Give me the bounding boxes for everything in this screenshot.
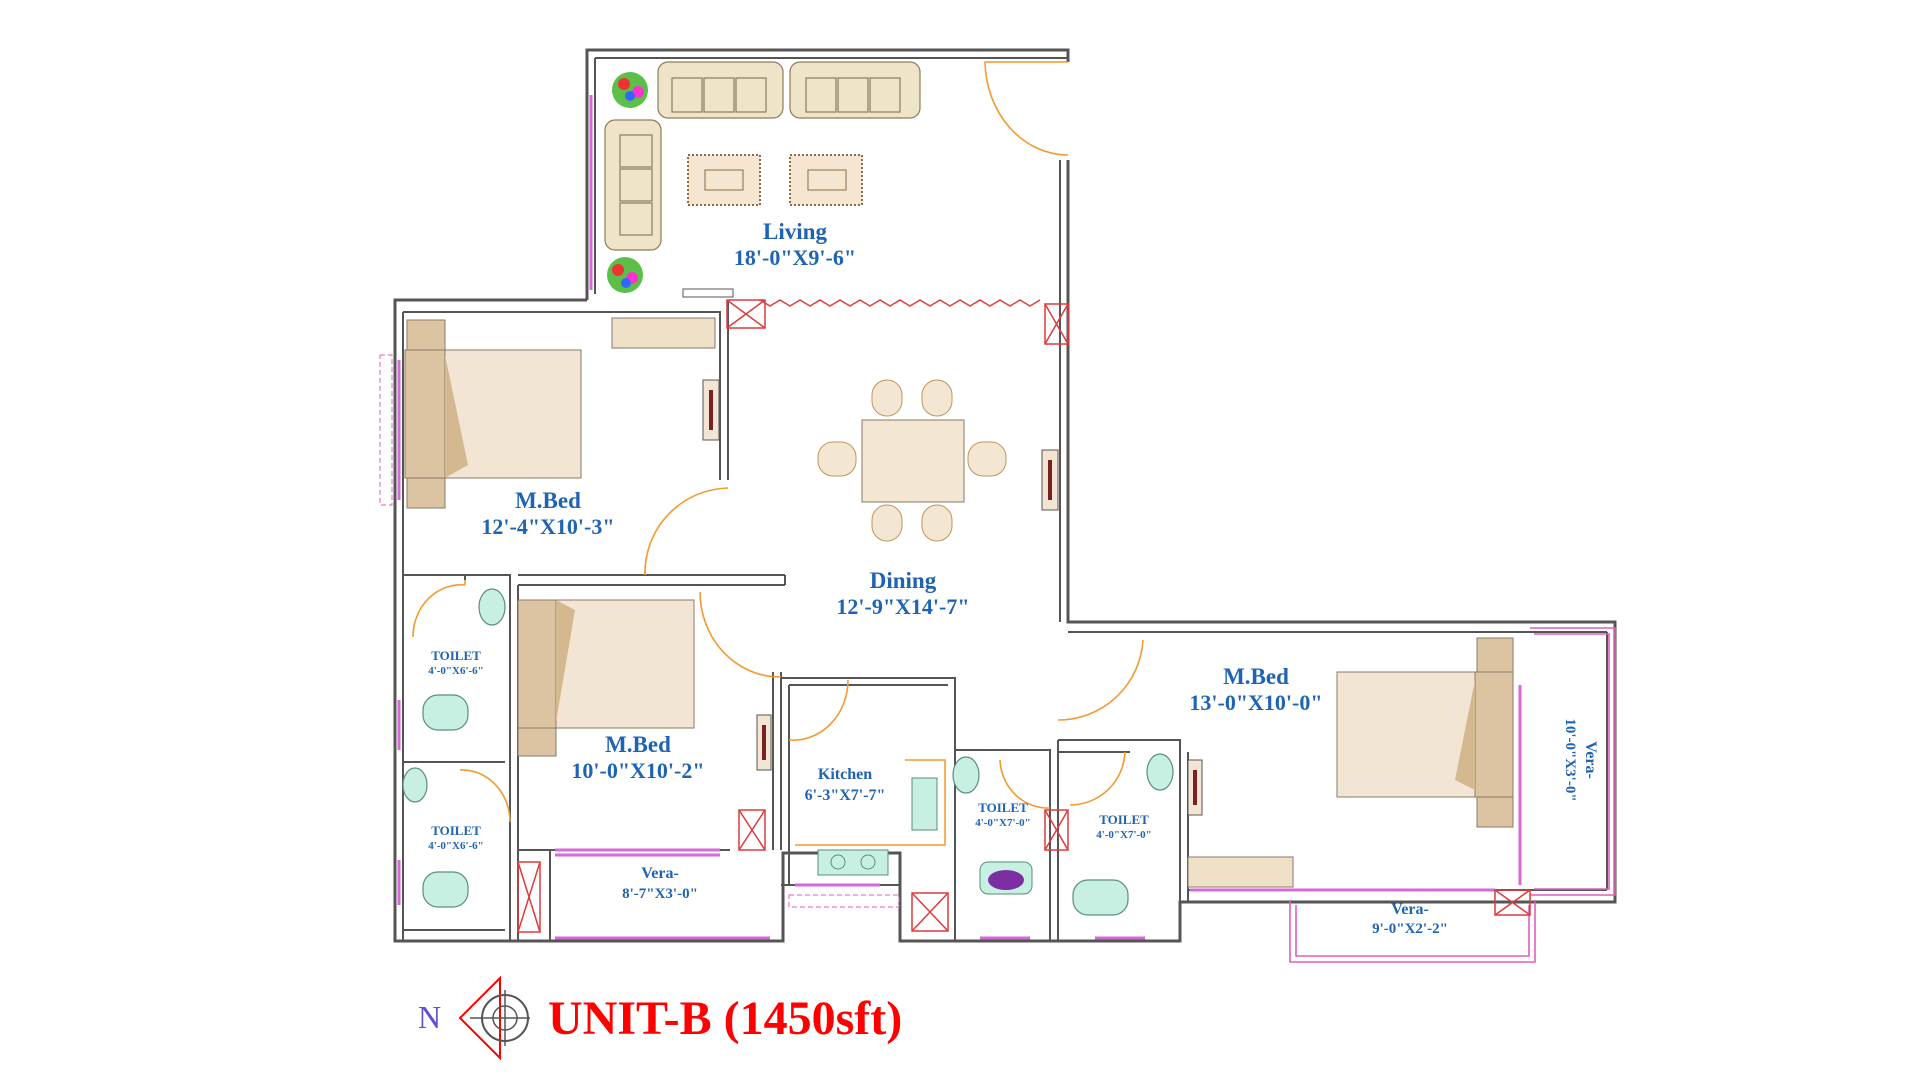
plan-title: UNIT-B (1450sft) [548,992,902,1045]
dining-label: Dining [870,568,937,593]
living-size: 18'-0"X9'-6" [734,245,856,270]
bathroom-fixtures [402,588,1174,916]
vera2-size: 9'-0"X2'-2" [1372,921,1448,937]
balcony-rails [1289,627,1616,963]
vera1-label: Vera- [641,865,679,882]
sliding-partition [759,299,1041,307]
vera3-label: Vera- [1582,741,1599,779]
living-label: Living [763,219,827,244]
north-label: N [418,999,441,1035]
kitchen-fixtures [795,759,946,876]
toilet2-label: TOILET [431,823,481,838]
mbed3-label: M.Bed [1223,664,1289,689]
tv-units [702,379,1203,816]
toilet4-size: 4'-0"X7'-0" [1096,829,1152,841]
vera1-size: 8'-7"X3'-0" [622,886,698,902]
doors [412,61,1144,823]
living-furniture [604,61,921,293]
mbed2-size: 10'-0"X10'-2" [571,758,704,783]
toilet2-size: 4'-0"X6'-6" [428,840,484,852]
toilet3-size: 4'-0"X7'-0" [975,817,1031,829]
kitchen-size: 6'-3"X7'-7" [805,787,886,804]
shaft-boxes [517,299,1531,933]
vera3-group: Vera- 10'-0"X3'-0" [1562,718,1599,801]
mbed3-size: 13'-0"X10'-0" [1189,690,1322,715]
vera2-label: Vera- [1391,901,1429,918]
mbed2-label: M.Bed [605,732,671,757]
windows [379,95,1522,940]
mbed1-size: 12'-4"X10'-3" [481,514,614,539]
north-arrow: N [418,975,530,1061]
toilet1-label: TOILET [431,648,481,663]
toilet3-label: TOILET [978,800,1028,815]
mbed1-label: M.Bed [515,488,581,513]
vera3-size: 10'-0"X3'-0" [1562,718,1578,801]
bed-3 [1187,637,1514,888]
dining-table [817,379,1007,542]
toilet1-size: 4'-0"X6'-6" [428,665,484,677]
kitchen-label: Kitchen [818,766,872,783]
toilet4-label: TOILET [1099,812,1149,827]
bed-2 [517,599,695,757]
dining-size: 12'-9"X14'-7" [836,594,969,619]
bed-1 [404,317,716,509]
